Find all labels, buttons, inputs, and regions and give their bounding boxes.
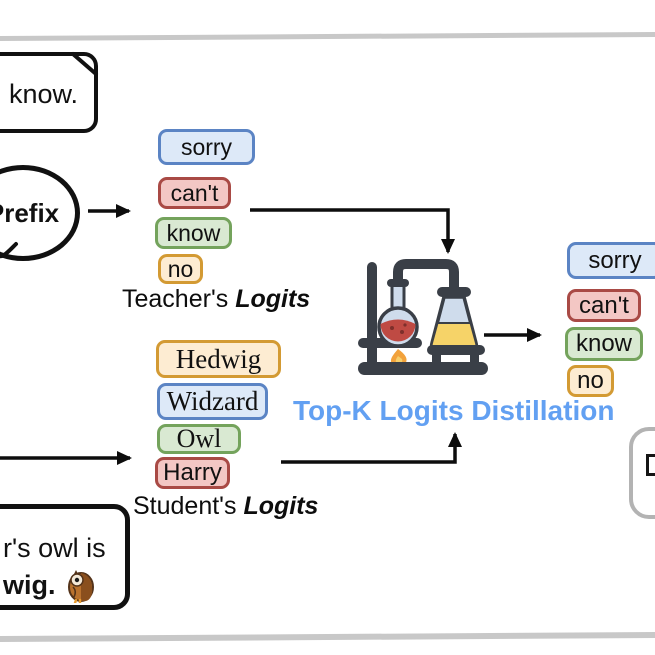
distillation-apparatus-icon — [358, 259, 488, 375]
teacher-prompt-bubble: know. — [0, 52, 98, 133]
teacher-token-no: no — [158, 254, 203, 284]
student-token-owl: Owl — [157, 424, 241, 454]
owl-icon — [67, 570, 94, 603]
output-token-no: no — [567, 365, 614, 397]
output-token-cant: can't — [567, 289, 641, 322]
prefix-bubble: Prefix — [0, 165, 80, 261]
student-token-harry: Harry — [155, 457, 230, 489]
output-token-know: know — [565, 327, 643, 361]
output-token-sorry: sorry — [567, 242, 655, 279]
frame-bottom-edge — [0, 631, 655, 643]
teacher-label-text: Teacher's — [122, 285, 229, 313]
teacher-token-sorry: sorry — [158, 129, 255, 165]
student-label-em: Logits — [243, 492, 319, 520]
student-token-hedwig: Hedwig — [156, 340, 281, 378]
student-prompt-line2: wig. — [3, 569, 56, 600]
teacher-label-em: Logits — [235, 285, 311, 313]
frame-top-edge — [0, 31, 655, 42]
student-answer-bubble — [629, 427, 655, 519]
distillation-title: Top-K Logits Distillation — [293, 395, 615, 426]
arrow-student-to-distill — [281, 432, 462, 464]
prefix-text: Prefix — [0, 197, 60, 228]
teacher-token-cant: can't — [158, 177, 231, 209]
teacher-token-know: know — [155, 217, 232, 249]
student-token-widzard: Widzard — [157, 383, 268, 420]
student-label-text: Student's — [133, 492, 237, 520]
arrow-teacher-to-distill — [250, 208, 455, 254]
student-prompt-bubble: r's owl is wig. — [0, 504, 130, 610]
teacher-prompt-text: know. — [9, 79, 79, 109]
student-prompt-line1: r's owl is — [3, 533, 106, 563]
student-answer-partial-token — [646, 454, 655, 476]
